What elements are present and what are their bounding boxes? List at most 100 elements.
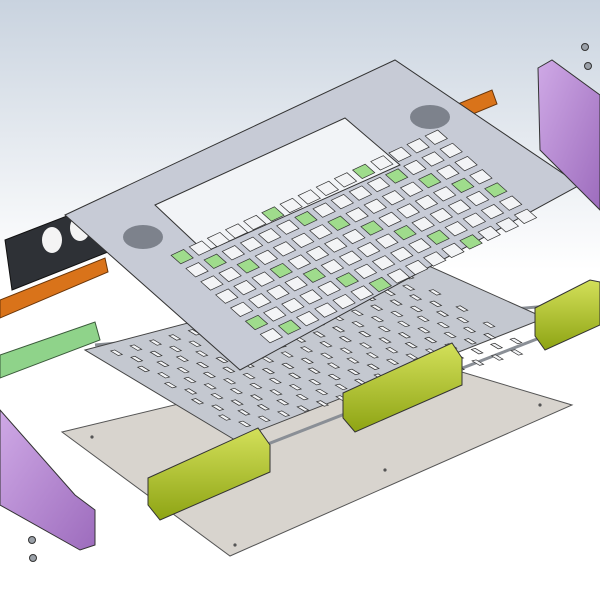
perforation-slot xyxy=(471,359,485,366)
key-cutout xyxy=(200,275,224,291)
key-cutout xyxy=(262,306,287,322)
speaker-grille-right xyxy=(410,105,450,129)
key-cutout xyxy=(348,185,373,201)
perforation-slot xyxy=(378,337,392,344)
perforation-slot xyxy=(315,388,329,396)
key-cutout xyxy=(261,206,285,222)
key-cutout xyxy=(363,198,387,214)
perforation-slot xyxy=(163,381,178,389)
key-cutout xyxy=(370,155,394,171)
side-panel-right xyxy=(537,59,600,211)
key-cutout xyxy=(333,172,358,188)
key-cutout xyxy=(423,251,447,267)
perforation-slot xyxy=(315,400,330,407)
perforation-slot xyxy=(358,342,373,349)
screw xyxy=(581,43,589,51)
perforation-slot xyxy=(276,410,291,417)
perforation-slot xyxy=(404,342,418,349)
perforation-slot xyxy=(385,347,399,354)
perforation-slot xyxy=(308,378,322,386)
perforation-slot xyxy=(338,336,353,343)
key-cutout xyxy=(429,207,454,224)
key-cutout xyxy=(281,297,305,314)
key-cutout xyxy=(221,245,246,261)
key-cutout xyxy=(408,238,432,254)
key-cutout xyxy=(480,204,505,220)
perforation-slot xyxy=(268,377,282,385)
key-cutout xyxy=(404,259,429,276)
perforation-slot xyxy=(320,352,334,359)
perforation-slot xyxy=(269,389,283,396)
perforation-slot xyxy=(319,341,333,348)
key-cutout xyxy=(436,164,460,180)
orange-rail-left xyxy=(0,257,109,319)
key-cutout xyxy=(290,232,315,248)
perforation-slot xyxy=(370,315,385,323)
perforation-slot xyxy=(210,393,224,400)
key-cutout xyxy=(239,236,264,252)
perforation-slot xyxy=(409,305,423,313)
perforation-slot xyxy=(261,367,276,375)
perforation-slot xyxy=(346,357,360,364)
perforation-slot xyxy=(215,356,229,364)
key-cutout xyxy=(302,267,326,283)
perforation-slot xyxy=(276,399,290,406)
key-cutout xyxy=(287,254,312,270)
key-cutout xyxy=(305,245,330,262)
key-cutout xyxy=(390,246,414,262)
yellow-bar-right xyxy=(534,279,600,351)
perforation-slot xyxy=(299,346,314,353)
key-cutout xyxy=(351,163,376,179)
perforation-slot xyxy=(463,338,477,345)
key-cutout xyxy=(206,231,231,248)
perforation-slot xyxy=(230,399,244,406)
key-cutout xyxy=(381,190,406,206)
key-cutout xyxy=(388,146,412,162)
key-cutout xyxy=(317,280,341,297)
screw xyxy=(584,62,592,70)
perforation-slot xyxy=(307,367,321,374)
key-cutout xyxy=(276,219,300,235)
key-cutout xyxy=(498,195,523,211)
key-cutout xyxy=(257,228,282,244)
perforation-slot xyxy=(489,342,504,350)
key-cutout xyxy=(484,182,508,198)
perforation-slot xyxy=(389,299,403,306)
key-cutout xyxy=(294,211,318,227)
key-cutout xyxy=(259,328,284,344)
perforation-slot xyxy=(300,357,314,364)
key-cutout xyxy=(495,217,520,233)
perforation-slot xyxy=(443,331,457,339)
key-cutouts xyxy=(170,129,538,344)
perforation-slot xyxy=(229,387,244,395)
perforation-slot xyxy=(184,388,198,395)
perforation-slot xyxy=(312,331,326,338)
perforation-slot xyxy=(417,327,431,334)
key-cutout xyxy=(465,190,490,207)
key-cutout xyxy=(421,151,445,167)
perforation-slot xyxy=(130,355,144,363)
perforation-slot xyxy=(168,345,183,353)
perforation-slot xyxy=(397,320,411,328)
key-cutout xyxy=(375,233,399,249)
key-cutout xyxy=(513,208,538,224)
key-cutout xyxy=(185,262,209,278)
perforation-slot xyxy=(168,334,182,341)
perforation-slot xyxy=(416,315,430,322)
perforation-slot xyxy=(428,289,442,296)
perforation-slot xyxy=(156,360,170,367)
key-cutout xyxy=(411,216,435,232)
key-cutout xyxy=(236,258,260,274)
perforation-slot xyxy=(280,351,294,358)
key-cutout xyxy=(439,142,463,159)
key-cutout xyxy=(338,250,363,266)
key-cutout xyxy=(170,248,194,265)
perforation-slot xyxy=(347,368,361,376)
key-cutout xyxy=(296,310,320,327)
green-rail xyxy=(0,321,101,379)
key-cutout xyxy=(414,194,439,210)
key-cutout xyxy=(371,255,396,271)
perforation-slot xyxy=(242,372,256,380)
key-cutout xyxy=(459,234,483,250)
